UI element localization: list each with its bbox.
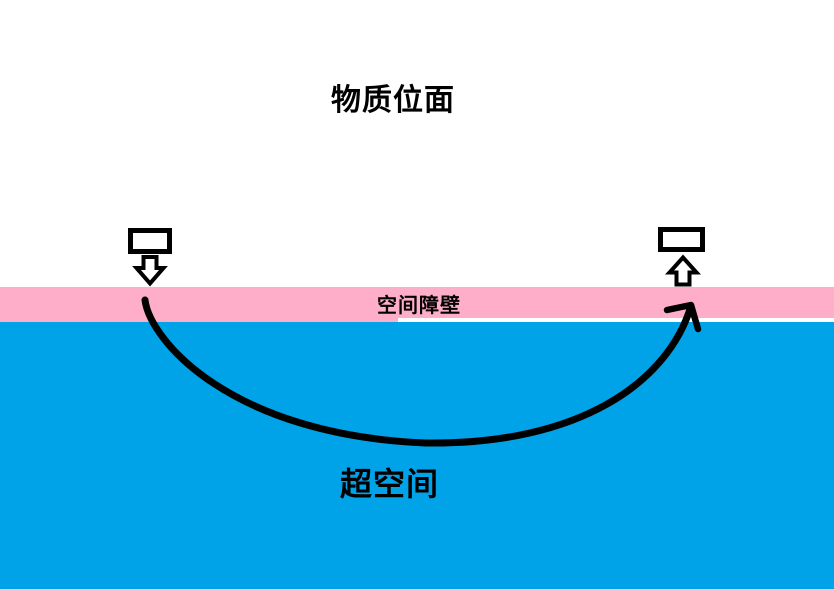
label-space-barrier: 空间障壁 [377,295,461,317]
label-hyperspace: 超空间 [340,466,440,502]
travel-path-curve [141,296,695,447]
hyperspace-region [0,322,834,589]
barrier-gap-line [398,318,834,322]
right-object-box [658,227,705,252]
title-material-plane: 物质位面 [331,84,455,117]
enter-hyperspace-arrow-icon [132,255,168,287]
exit-hyperspace-arrow-icon [665,254,701,287]
travel-path-arrowhead-icon [663,301,702,333]
left-object-box [128,228,172,254]
